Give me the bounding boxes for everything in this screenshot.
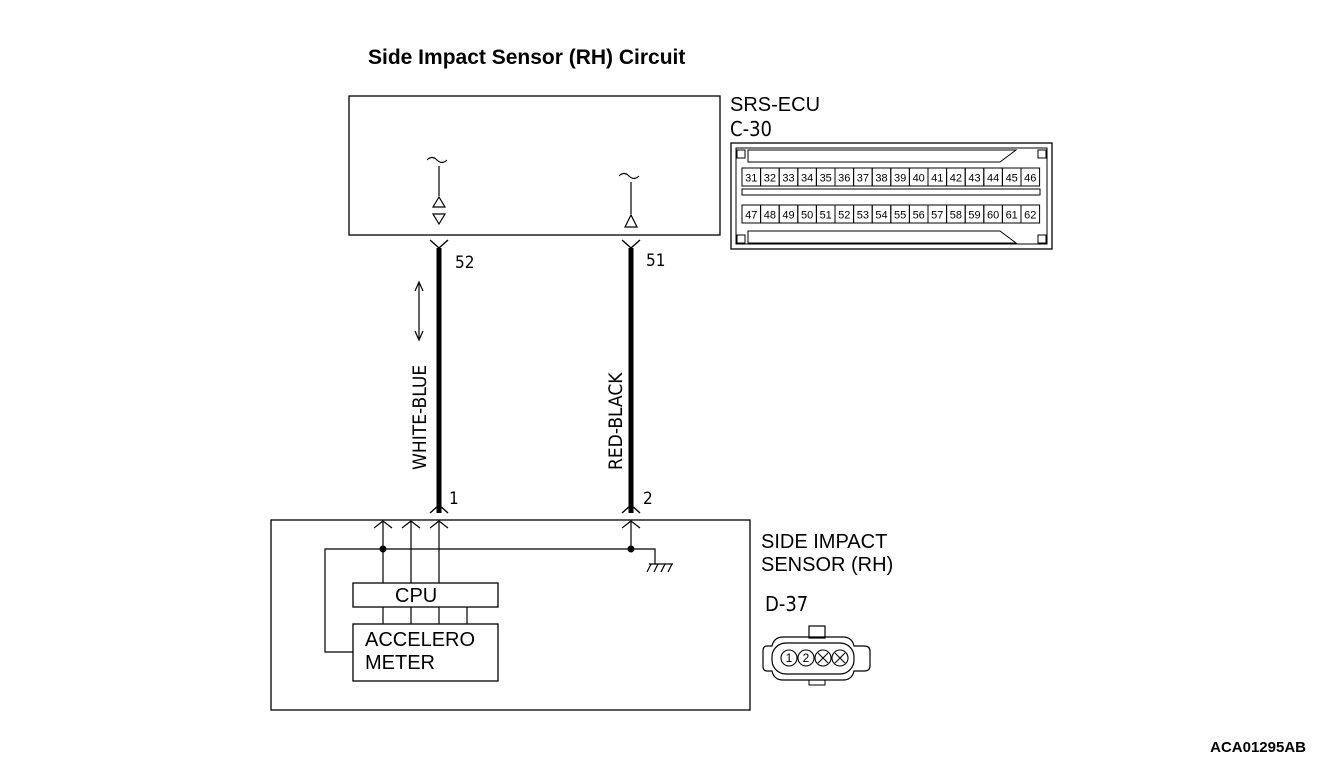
ecu-pin-51-internal-symbol [618,172,640,228]
sensor-name-line1: SIDE IMPACT [761,531,887,553]
wire-color-white-blue: WHITE-BLUE [409,365,431,470]
connector-pin-number: 36 [838,173,850,185]
connector-pin-number: 53 [857,210,869,222]
sensor-name-line2: SENSOR (RH) [761,554,893,576]
connector-pin-number: 38 [875,173,887,185]
connector-pin-number: 51 [820,210,832,222]
connector-pin-number: 39 [894,173,906,185]
figure-code: ACA01295AB [1210,739,1306,756]
connector-pin-number: 35 [820,173,832,185]
connector-pin-number: 46 [1024,173,1036,185]
sensor-pin-1-label: 1 [449,489,459,509]
connector-cavity [1020,167,1041,187]
connector-pin-number: 62 [1024,210,1036,222]
connector-pin-number: 34 [801,173,813,185]
connector-pin-number: 59 [968,210,980,222]
connector-pin-number: 31 [745,173,757,185]
connector-pin-number: 42 [950,173,962,185]
connector-pin-number: 54 [875,210,887,222]
wire-red-black [621,239,641,514]
connector-pin-number: 61 [1006,210,1018,222]
connector-pin-number: 43 [968,173,980,185]
connector-pin-number: 33 [782,173,794,185]
cpu-label: CPU [395,585,437,607]
sensor-pin-2-label: 2 [643,489,653,509]
connector-pin-number: 41 [931,173,943,185]
connector-cavity [1020,204,1041,224]
connector-row-bottom: 47 48 49 50 51 52 53 54 55 56 57 58 59 60 61 62 [741,204,1041,224]
connector-pin-number: 56 [913,210,925,222]
d37-pin-1: 1 [786,651,793,665]
ecu-connector-face: 31 32 33 34 35 36 37 38 39 40 41 42 43 44 45 46 47 48 49 5… [730,142,1053,250]
wire-white-blue [429,239,449,514]
diagram-title: Side Impact Sensor (RH) Circuit [368,46,685,69]
connector-pin-number: 48 [764,210,776,222]
accelerometer-label-line1: ACCELERO [365,629,475,651]
connector-pin-number: 37 [857,173,869,185]
unused-pin-x-icon [817,652,846,664]
connector-pin-number: 55 [894,210,906,222]
connector-pin-number: 44 [987,173,999,185]
connector-pin-number: 60 [987,210,999,222]
connector-pin-number: 49 [782,210,794,222]
ecu-name: SRS-ECU [730,94,820,116]
ecu-pin-52-label: 52 [455,253,474,273]
wire-color-red-black: RED-BLACK [605,372,627,470]
sensor-internal-terminals [373,520,641,583]
sensor-connector-face: 1 2 [762,625,871,686]
connector-pin-number: 58 [950,210,962,222]
ground-bus [324,548,673,653]
cpu-accelerometer-links [382,607,468,624]
connector-pin-number: 52 [838,210,850,222]
ecu-pin-52-internal-symbol [426,156,448,226]
ecu-box [348,95,721,236]
connector-pin-number: 57 [931,210,943,222]
communication-arrow-icon [414,280,424,342]
accelerometer-label-line2: METER [365,652,435,674]
connector-pin-number: 32 [764,173,776,185]
connector-pin-number: 50 [801,210,813,222]
sensor-box [270,519,751,711]
ecu-connector-id: C-30 [730,117,772,141]
connector-pin-number: 45 [1006,173,1018,185]
sensor-connector-id: D-37 [765,592,808,616]
d37-pin-2: 2 [803,651,810,665]
accelerometer-block [352,623,499,682]
ecu-pin-51-label: 51 [646,251,665,271]
junction-dot [379,545,387,553]
connector-pin-number: 47 [745,210,757,222]
connector-row-top: 31 32 33 34 35 36 37 38 39 40 41 42 43 44 45 46 [741,167,1041,187]
connector-pin-number: 40 [913,173,925,185]
cpu-block [352,582,499,608]
junction-dot [627,545,635,553]
